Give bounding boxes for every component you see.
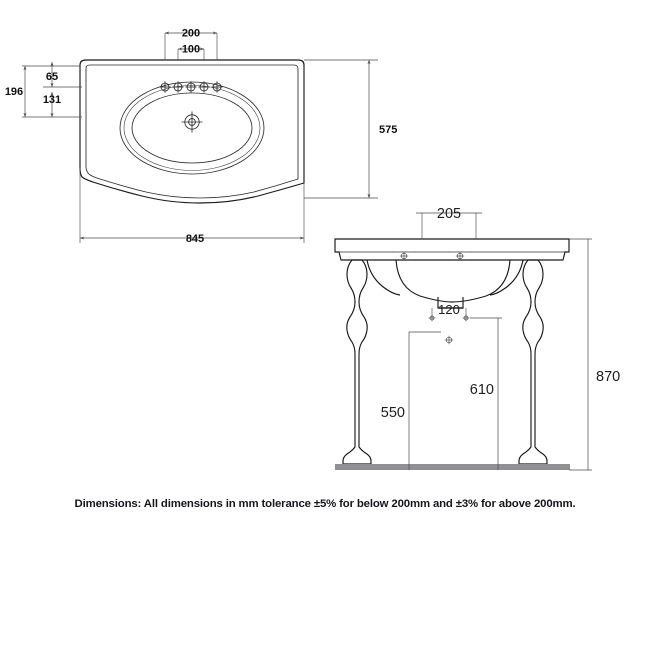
leg-right-bracket xyxy=(489,259,524,296)
plan-bottom-dimension: 845 xyxy=(79,168,305,245)
waste-centre-mark xyxy=(181,111,203,133)
dim-label-200: 200 xyxy=(182,28,200,40)
dim-label-845: 845 xyxy=(186,233,204,245)
elevation-waste-dimension: 120 xyxy=(431,302,467,318)
tap-hole-3 xyxy=(184,80,198,94)
dimensions-note-caption: Dimensions: All dimensions in mm toleran… xyxy=(74,498,576,510)
dim-label-65: 65 xyxy=(46,71,58,83)
plan-view-group: 200 100 196 65 131 xyxy=(5,28,398,246)
elevation-view-group: 205 120 550 610 xyxy=(334,206,620,471)
waste-spigot xyxy=(437,297,464,309)
floor-line xyxy=(335,464,570,470)
counter-fixing-right xyxy=(455,251,465,261)
plumb-fix-centre xyxy=(444,335,454,345)
elevation-dim-870: 870 xyxy=(569,238,620,471)
tap-hole-group xyxy=(158,80,224,94)
tap-hole-5 xyxy=(210,80,224,94)
dim-label-205: 205 xyxy=(437,206,461,222)
elevation-top-dimension: 205 xyxy=(416,206,482,239)
dim-label-575: 575 xyxy=(379,124,397,136)
dim-label-550: 550 xyxy=(381,405,405,421)
plan-right-dimension: 575 xyxy=(304,59,397,199)
basin-bowl-outer xyxy=(119,81,265,175)
elevation-dim-550: 550 xyxy=(381,331,441,470)
basin-bowl-inner xyxy=(131,92,253,164)
elevation-dim-610: 610 xyxy=(470,317,502,470)
leg-left-bracket xyxy=(366,259,401,296)
dim-label-196: 196 xyxy=(5,86,23,98)
basin-underside-profile xyxy=(395,259,511,303)
dim-label-870: 870 xyxy=(596,369,620,385)
basin-outer-outline xyxy=(79,59,305,204)
countertop-slab xyxy=(334,238,570,261)
tap-hole-1 xyxy=(158,80,172,94)
dim-label-120: 120 xyxy=(438,302,460,317)
plan-top-dimensions: 200 100 xyxy=(164,28,218,60)
leg-right xyxy=(518,259,548,465)
plan-left-dimensions: 196 65 131 xyxy=(5,61,82,118)
dim-label-610: 610 xyxy=(470,382,494,398)
counter-fixing-left xyxy=(399,251,409,261)
leg-left xyxy=(342,259,372,465)
dim-label-100: 100 xyxy=(182,44,200,56)
dim-label-131: 131 xyxy=(43,94,61,106)
basin-inner-rim xyxy=(85,64,299,199)
